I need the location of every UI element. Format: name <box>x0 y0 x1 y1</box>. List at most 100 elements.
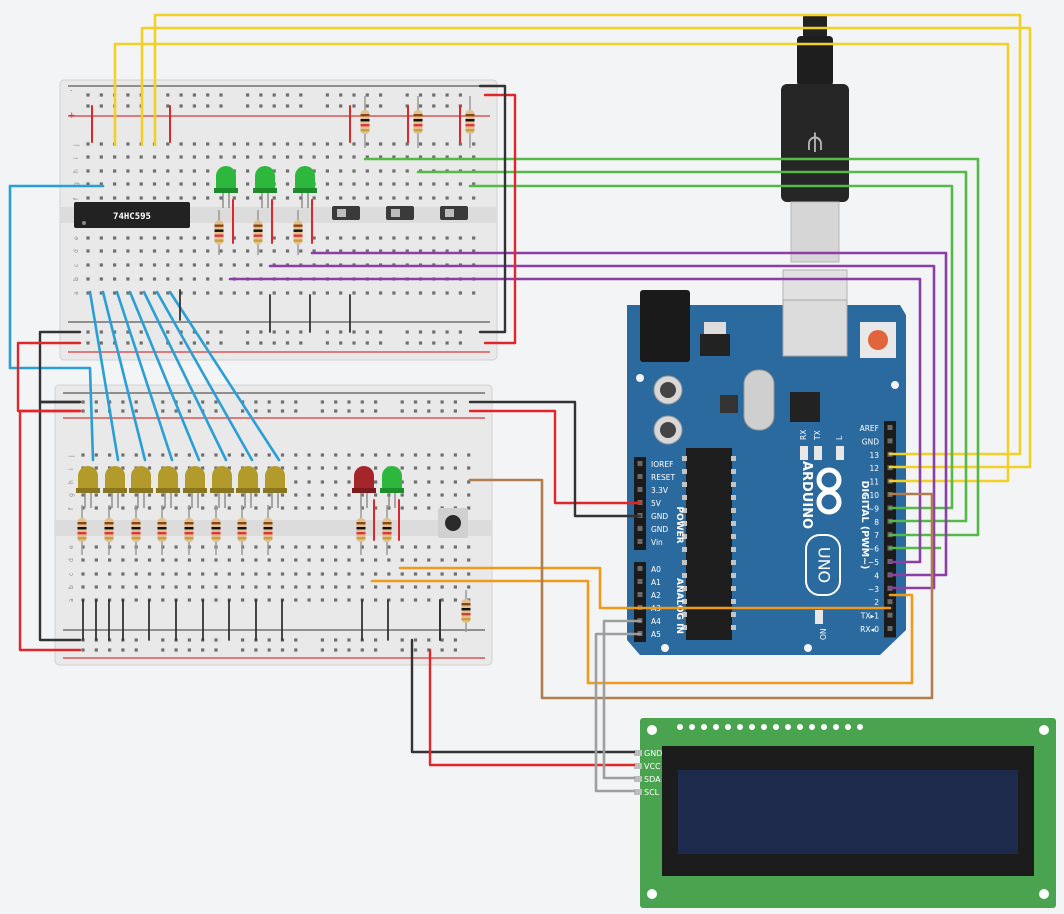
wire[interactable] <box>8 184 105 462</box>
lcd-pin[interactable] <box>634 776 642 782</box>
breadboard-hole <box>134 558 138 562</box>
header-socket[interactable] <box>637 526 643 531</box>
chip-pin <box>682 534 687 539</box>
breadboard-hole <box>285 291 290 295</box>
header-socket[interactable] <box>887 599 893 605</box>
wire[interactable] <box>268 264 936 590</box>
rail-hole <box>94 409 98 413</box>
breadboard-hole <box>432 249 436 253</box>
breadboard-hole <box>405 249 409 253</box>
wire[interactable] <box>115 290 174 462</box>
header-socket[interactable] <box>637 539 643 544</box>
rail-hole <box>192 104 196 108</box>
header-socket[interactable] <box>887 612 893 618</box>
led-rim <box>263 488 287 493</box>
mount-hole-2 <box>661 644 669 652</box>
lcd-pin[interactable] <box>634 763 642 769</box>
header-socket[interactable] <box>637 474 643 479</box>
led-rim <box>103 488 127 493</box>
breadboard-hole <box>121 506 125 510</box>
wire[interactable] <box>478 84 507 334</box>
header-socket[interactable] <box>637 461 643 466</box>
wires <box>8 13 1032 793</box>
breadboard-hole <box>259 291 263 295</box>
wire[interactable] <box>155 290 254 462</box>
resistor-band <box>104 537 114 540</box>
wire[interactable] <box>468 409 642 505</box>
usb-symbol-icon: ⫛ <box>807 127 822 157</box>
rail-hole <box>267 400 271 404</box>
breadboard-hole <box>81 453 85 457</box>
wire[interactable] <box>468 400 642 518</box>
power-header-title: POWER <box>674 506 684 543</box>
breadboard-hole <box>161 572 165 576</box>
wire[interactable] <box>594 632 642 793</box>
breadboard-hole <box>219 196 223 200</box>
breadboard-hole <box>379 142 383 146</box>
breadboard-hole <box>126 236 130 240</box>
wire[interactable] <box>128 290 201 462</box>
wire[interactable] <box>153 13 1022 456</box>
wire[interactable] <box>88 290 120 462</box>
header-socket[interactable] <box>637 579 643 584</box>
chip-pin <box>682 599 687 604</box>
rail-hole <box>285 93 290 97</box>
row-letter: h <box>73 169 80 173</box>
breadboard-hole <box>392 169 396 173</box>
lcd-screen <box>678 770 1018 854</box>
breadboard-hole <box>147 466 152 470</box>
rail-hole <box>161 400 165 404</box>
header-socket[interactable] <box>637 487 643 492</box>
row-letter: h <box>68 480 75 484</box>
header-socket[interactable] <box>637 592 643 597</box>
wire[interactable] <box>142 290 228 462</box>
wire[interactable] <box>483 93 517 345</box>
resistor-band <box>413 124 423 127</box>
breadboard-hole <box>179 236 183 240</box>
row-letter: j <box>68 455 75 458</box>
wire[interactable] <box>168 290 281 462</box>
crystal-oscillator <box>743 369 775 431</box>
led-dome <box>255 166 275 190</box>
breadboard-hole <box>232 155 236 159</box>
wire[interactable] <box>428 648 636 767</box>
wire[interactable] <box>468 478 934 700</box>
header-socket[interactable] <box>887 425 893 430</box>
rail-hole <box>259 93 263 97</box>
breadboard-hole <box>280 506 285 510</box>
wire[interactable] <box>398 566 892 610</box>
wire[interactable] <box>18 409 82 652</box>
bb1-plus-label: + <box>68 111 76 121</box>
breadboard-hole <box>294 453 298 457</box>
wire[interactable] <box>101 290 147 462</box>
breadboard-hole <box>187 453 191 457</box>
wire[interactable] <box>416 170 968 523</box>
rail-hole <box>280 400 285 404</box>
header-socket[interactable] <box>637 566 643 571</box>
resistor-band <box>465 124 475 127</box>
wire[interactable] <box>310 251 948 577</box>
lcd-pin[interactable] <box>634 789 642 795</box>
breadboard-hole <box>445 249 449 253</box>
wire[interactable] <box>228 277 922 564</box>
breadboard-hole <box>379 169 383 173</box>
header-socket[interactable] <box>887 626 893 631</box>
rail-hole <box>267 409 271 413</box>
breadboard-hole <box>458 236 462 240</box>
breadboard-hole <box>254 585 258 589</box>
wire[interactable] <box>370 579 914 685</box>
chip-pin <box>682 521 687 526</box>
wire[interactable] <box>602 619 642 780</box>
breadboard-hole <box>259 249 263 253</box>
breadboard-hole <box>467 453 471 457</box>
lcd-pin[interactable] <box>634 750 642 756</box>
header-socket[interactable] <box>887 438 893 444</box>
wire[interactable] <box>410 638 636 754</box>
wire[interactable] <box>140 26 1032 469</box>
breadboard-hole <box>81 558 85 562</box>
lcd-header-hole <box>761 724 767 730</box>
breadboard-hole <box>214 598 218 602</box>
rail-hole <box>294 400 298 404</box>
wire[interactable] <box>113 42 1010 483</box>
wire[interactable] <box>38 400 82 642</box>
